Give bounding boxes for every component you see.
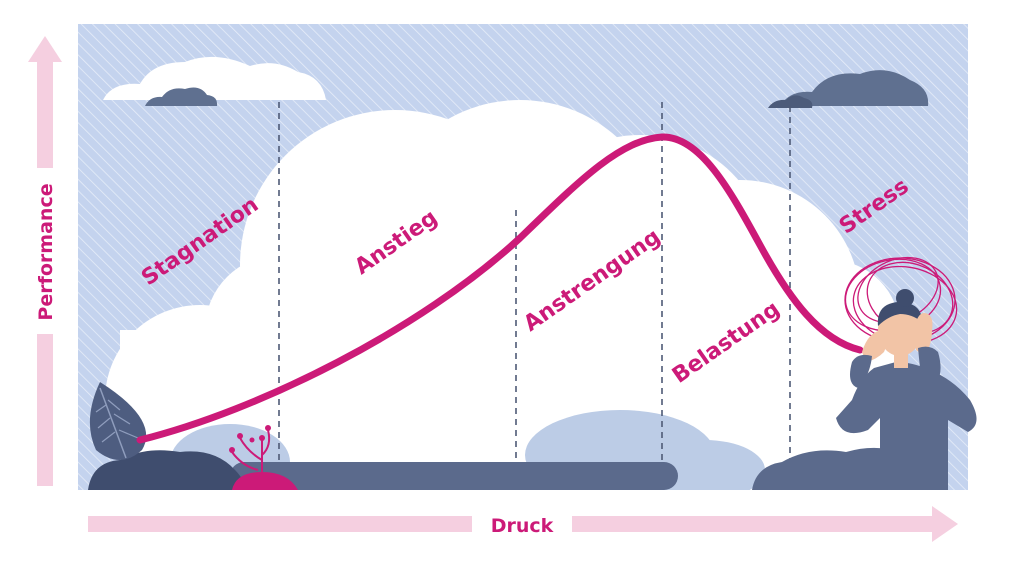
phase-dividers	[278, 102, 791, 462]
leaf-icon	[89, 382, 147, 460]
stressed-woman-icon	[836, 256, 977, 490]
ground-bar	[230, 462, 678, 490]
y-axis-arrow	[28, 36, 62, 486]
flower-icon	[229, 425, 298, 490]
small-cloud-icon	[103, 56, 326, 106]
storm-cloud-icon	[768, 70, 929, 108]
x-axis-arrow	[88, 506, 958, 542]
y-axis-label: Performance	[35, 183, 57, 320]
x-axis-label: Druck	[491, 515, 554, 537]
left-hill	[88, 450, 245, 490]
performance-curve	[136, 133, 864, 444]
